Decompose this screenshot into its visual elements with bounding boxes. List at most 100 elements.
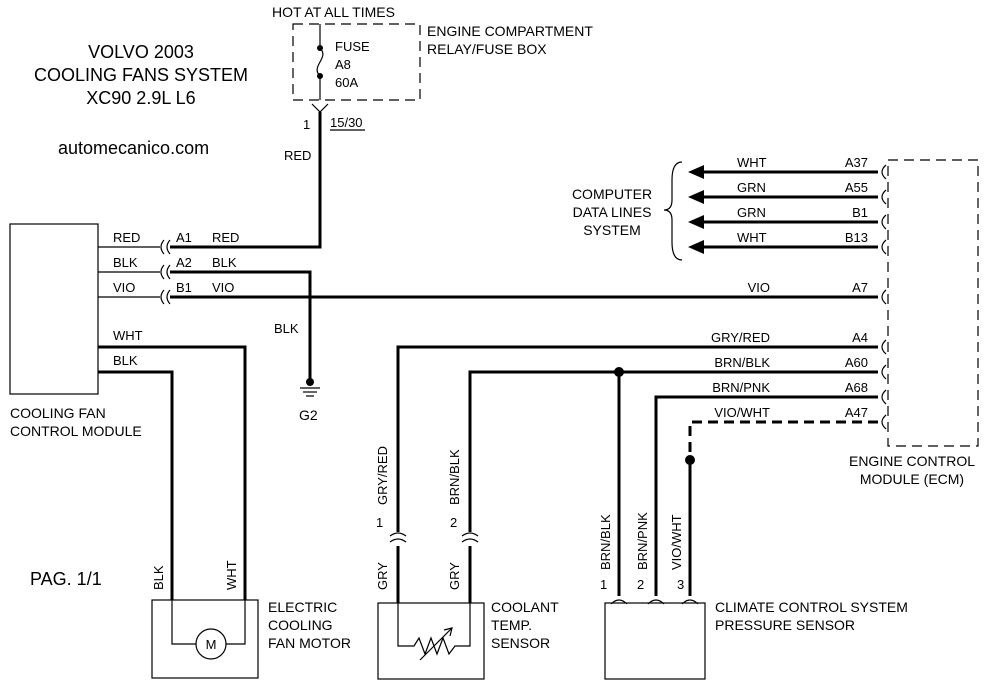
ecm-pin-a37-icon xyxy=(881,164,887,180)
ecm-pin-a7-label: A7 xyxy=(852,280,868,295)
control-module-box xyxy=(9,223,99,395)
pressure-pin-1: 1 xyxy=(600,577,607,592)
coolant-wire-1-upper-color: GRY/RED xyxy=(375,446,390,505)
module-wire-color-3: VIO xyxy=(113,280,135,295)
data-line-3-pin: B1 xyxy=(852,205,868,220)
fuse-wire-color: RED xyxy=(284,148,311,163)
pressure-pin-3: 3 xyxy=(677,577,684,592)
control-module-name-line-2: CONTROL MODULE xyxy=(10,423,142,439)
control-module-name-line-1: COOLING FAN xyxy=(10,405,106,421)
data-line-1-color: WHT xyxy=(737,155,767,170)
coolant-wire-1-lower-color: GRY xyxy=(375,562,390,590)
coolant-sensor-name-line-3: SENSOR xyxy=(491,635,550,651)
thermistor-arrow-head-icon xyxy=(443,627,453,637)
title-line-2: COOLING FANS SYSTEM xyxy=(34,65,248,85)
pressure-wire-3-color: VIO/WHT xyxy=(669,514,684,570)
harness-wire-color-2: BLK xyxy=(212,255,237,270)
fuse-box-name-line-1: ENGINE COMPARTMENT xyxy=(427,23,593,39)
ground-label: G2 xyxy=(299,407,318,423)
ecm-pin-a4-icon xyxy=(881,339,887,355)
pressure-sensor-name-line-1: CLIMATE CONTROL SYSTEM xyxy=(715,599,908,615)
sensor-wires xyxy=(396,345,878,603)
hot-at-all-times-label: HOT AT ALL TIMES xyxy=(272,4,395,20)
computer-data-lines: COMPUTER DATA LINES SYSTEM WHT GRN GRN W… xyxy=(572,155,878,261)
ecm-name-line-2: MODULE (ECM) xyxy=(860,471,964,487)
motor-wire-left-color: BLK xyxy=(151,565,166,590)
ecm-pin-a68-label: A68 xyxy=(845,380,868,395)
motor-symbol: M xyxy=(206,637,217,652)
ecm-wire-color-a60: BRN/BLK xyxy=(714,355,770,370)
coolant-wire-2-upper-color: BRN/BLK xyxy=(447,449,462,505)
ecm-wire-color-a4: GRY/RED xyxy=(711,330,770,345)
fuse-box-name-line-2: RELAY/FUSE BOX xyxy=(427,41,547,57)
module-wire-color-2: BLK xyxy=(113,255,138,270)
ecm-pin-a47-label: A47 xyxy=(845,405,868,420)
connector-a2-label: A2 xyxy=(176,255,192,270)
cooling-fan-control-module: COOLING FAN CONTROL MODULE RED BLK VIO A… xyxy=(9,223,239,439)
ground-splice-dot xyxy=(306,378,314,386)
connector-b1-mate xyxy=(166,289,171,305)
electric-cooling-fan-motor: BLK WHT M ELECTRIC COOLING FAN MOTOR xyxy=(151,560,351,679)
ecm-wire-color-a47: VIO/WHT xyxy=(714,405,770,420)
ground-wire-color: BLK xyxy=(274,321,299,336)
module-wire-color-4: WHT xyxy=(113,328,143,343)
connector-a1-label: A1 xyxy=(176,230,192,245)
ecm-pin-a47-icon xyxy=(881,414,887,430)
data-lines-label-line-3: SYSTEM xyxy=(583,222,641,238)
fuse-terminal-label: 15/30 xyxy=(330,115,363,130)
motor-wire-right-color: WHT xyxy=(224,560,239,590)
fuse-connector-icon xyxy=(311,103,329,113)
connector-b1-icon xyxy=(160,289,165,305)
ecm-pin-a68-icon xyxy=(881,389,887,405)
data-line-4-pin: B13 xyxy=(845,230,868,245)
fan-motor-name-line-1: ELECTRIC xyxy=(268,599,337,615)
wire-gry-red-a4 xyxy=(396,345,878,532)
data-line-3-color: GRN xyxy=(737,205,766,220)
data-line-3-arrow-icon xyxy=(688,215,704,229)
page-label: PAG. 1/1 xyxy=(30,569,102,589)
connector-a1-icon xyxy=(160,239,165,255)
engine-control-module: ENGINE CONTROL MODULE (ECM) VIO A7 GRY/R… xyxy=(711,159,979,487)
wire-blk-ground xyxy=(170,270,312,380)
wire-brn-pnk-a68 xyxy=(654,395,878,596)
pressure-wire-2-color: BRN/PNK xyxy=(635,512,650,570)
data-lines-label-line-2: DATA LINES xyxy=(573,204,652,220)
ground-g2: BLK G2 xyxy=(274,321,320,423)
data-line-4-arrow-icon xyxy=(688,240,704,254)
wire-brn-blk-a60 xyxy=(468,370,878,532)
module-wire-color-1: RED xyxy=(113,230,140,245)
harness-wire-color-1: RED xyxy=(212,230,239,245)
fuse-pin-number: 1 xyxy=(303,117,310,132)
harness-wires xyxy=(98,112,878,600)
module-wire-color-5: BLK xyxy=(113,353,138,368)
coolant-wire-2-lower-color: GRY xyxy=(447,562,462,590)
motor-lead-left xyxy=(171,600,196,645)
ecm-wire-color-a7: VIO xyxy=(748,280,770,295)
data-line-1-pin: A37 xyxy=(845,155,868,170)
coolant-sensor-box xyxy=(377,602,485,680)
motor-lead-right xyxy=(226,600,246,645)
website-label: automecanico.com xyxy=(58,138,209,158)
ecm-pin-a60-icon xyxy=(881,364,887,380)
ecm-pin-b1-icon xyxy=(881,214,887,230)
fuse-rating: 60A xyxy=(335,75,358,90)
motor-icon xyxy=(195,628,227,660)
harness-wire-color-3: VIO xyxy=(212,280,234,295)
pressure-sensor-name-line-2: PRESSURE SENSOR xyxy=(715,617,855,633)
data-line-2-color: GRN xyxy=(737,180,766,195)
coolant-sensor-name-line-2: TEMP. xyxy=(491,617,532,633)
wire-red-power xyxy=(170,112,322,249)
connector-a2-mate xyxy=(166,264,171,280)
fan-motor-name-line-2: COOLING xyxy=(268,617,333,633)
fuse-icon xyxy=(316,47,324,77)
data-line-2-pin: A55 xyxy=(845,180,868,195)
fuse-label: FUSE xyxy=(335,39,370,54)
ecm-name-line-1: ENGINE CONTROL xyxy=(849,453,975,469)
wire-blk-motor xyxy=(98,370,174,600)
ecm-pin-a7-icon xyxy=(881,289,887,305)
coolant-connector-1-mate xyxy=(389,538,407,543)
coolant-temp-sensor: GRY/RED BRN/BLK 1 2 GRY GRY COOLANT TEMP… xyxy=(375,446,559,680)
coolant-connector-2-icon xyxy=(461,532,479,537)
data-line-4-color: WHT xyxy=(737,230,767,245)
